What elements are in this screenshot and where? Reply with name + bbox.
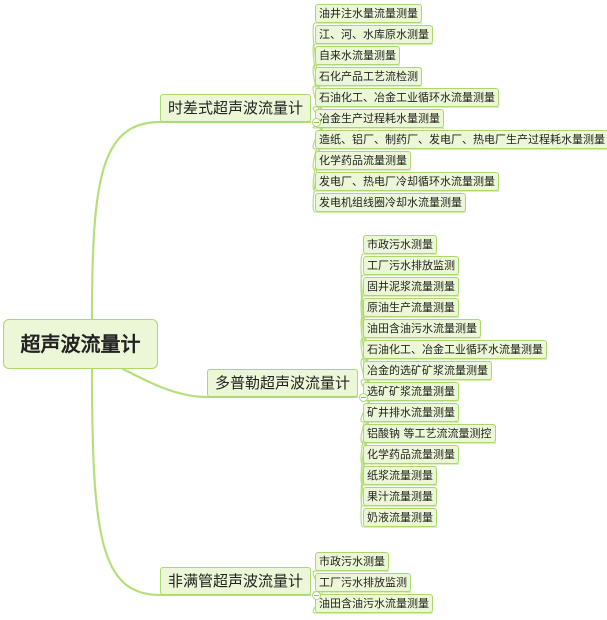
- leaf-node[interactable]: 江、河、水库原水测量: [315, 25, 433, 44]
- leaf-node[interactable]: 矿井排水流量测量: [363, 403, 459, 422]
- branch-node[interactable]: 非满管超声波流量计: [160, 567, 312, 595]
- leaf-node[interactable]: 纸浆流量测量: [363, 466, 437, 485]
- leaf-node[interactable]: 铝酸钠 等工艺流流量测控: [363, 424, 496, 443]
- leaf-node[interactable]: 原油生产流量测量: [363, 298, 459, 317]
- leaf-node[interactable]: 奶液流量测量: [363, 508, 437, 527]
- leaf-node[interactable]: 化学药品流量测量: [315, 151, 411, 170]
- leaf-node[interactable]: 冶金生产过程耗水量测量: [315, 109, 444, 128]
- branch-node[interactable]: 时差式超声波流量计: [160, 94, 312, 122]
- leaf-node[interactable]: 石化产品工艺流检测: [315, 67, 422, 86]
- collapse-toggle-icon[interactable]: [312, 591, 321, 600]
- leaf-node[interactable]: 化学药品流量测量: [363, 445, 459, 464]
- leaf-node[interactable]: 造纸、铝厂、制药厂、发电厂、热电厂生产过程耗水量测量: [315, 130, 607, 149]
- leaf-node[interactable]: 石油化工、冶金工业循环水流量测量: [315, 88, 499, 107]
- leaf-node[interactable]: 市政污水测量: [315, 552, 389, 571]
- leaf-node[interactable]: 油田含油污水流量测量: [315, 594, 433, 613]
- leaf-node[interactable]: 发电机组线圈冷却水流量测量: [315, 193, 466, 212]
- collapse-toggle-icon[interactable]: [359, 393, 368, 402]
- root-node[interactable]: 超声波流量计: [3, 319, 158, 369]
- root-branch-connector: [90, 120, 161, 320]
- leaf-node[interactable]: 选矿矿浆流量测量: [363, 382, 459, 401]
- leaf-node[interactable]: 石油化工、冶金工业循环水流量测量: [363, 340, 547, 359]
- leaf-node[interactable]: 油井注水量流量测量: [315, 4, 422, 23]
- leaf-node[interactable]: 冶金的选矿矿浆流量测量: [363, 361, 492, 380]
- collapse-toggle-icon[interactable]: [312, 118, 321, 127]
- leaf-node[interactable]: 固井泥浆流量测量: [363, 277, 459, 296]
- leaf-node[interactable]: 油田含油污水流量测量: [363, 319, 481, 338]
- branch-node[interactable]: 多普勒超声波流量计: [207, 369, 359, 397]
- leaf-node[interactable]: 市政污水测量: [363, 235, 437, 254]
- leaf-node[interactable]: 自来水流量测量: [315, 46, 400, 65]
- leaf-node[interactable]: 发电厂、热电厂冷却循环水流量测量: [315, 172, 499, 191]
- root-branch-connector: [90, 368, 161, 597]
- leaf-node[interactable]: 果汁流量测量: [363, 487, 437, 506]
- leaf-node[interactable]: 工厂污水排放监测: [363, 256, 459, 275]
- leaf-node[interactable]: 工厂污水排放监测: [315, 573, 411, 592]
